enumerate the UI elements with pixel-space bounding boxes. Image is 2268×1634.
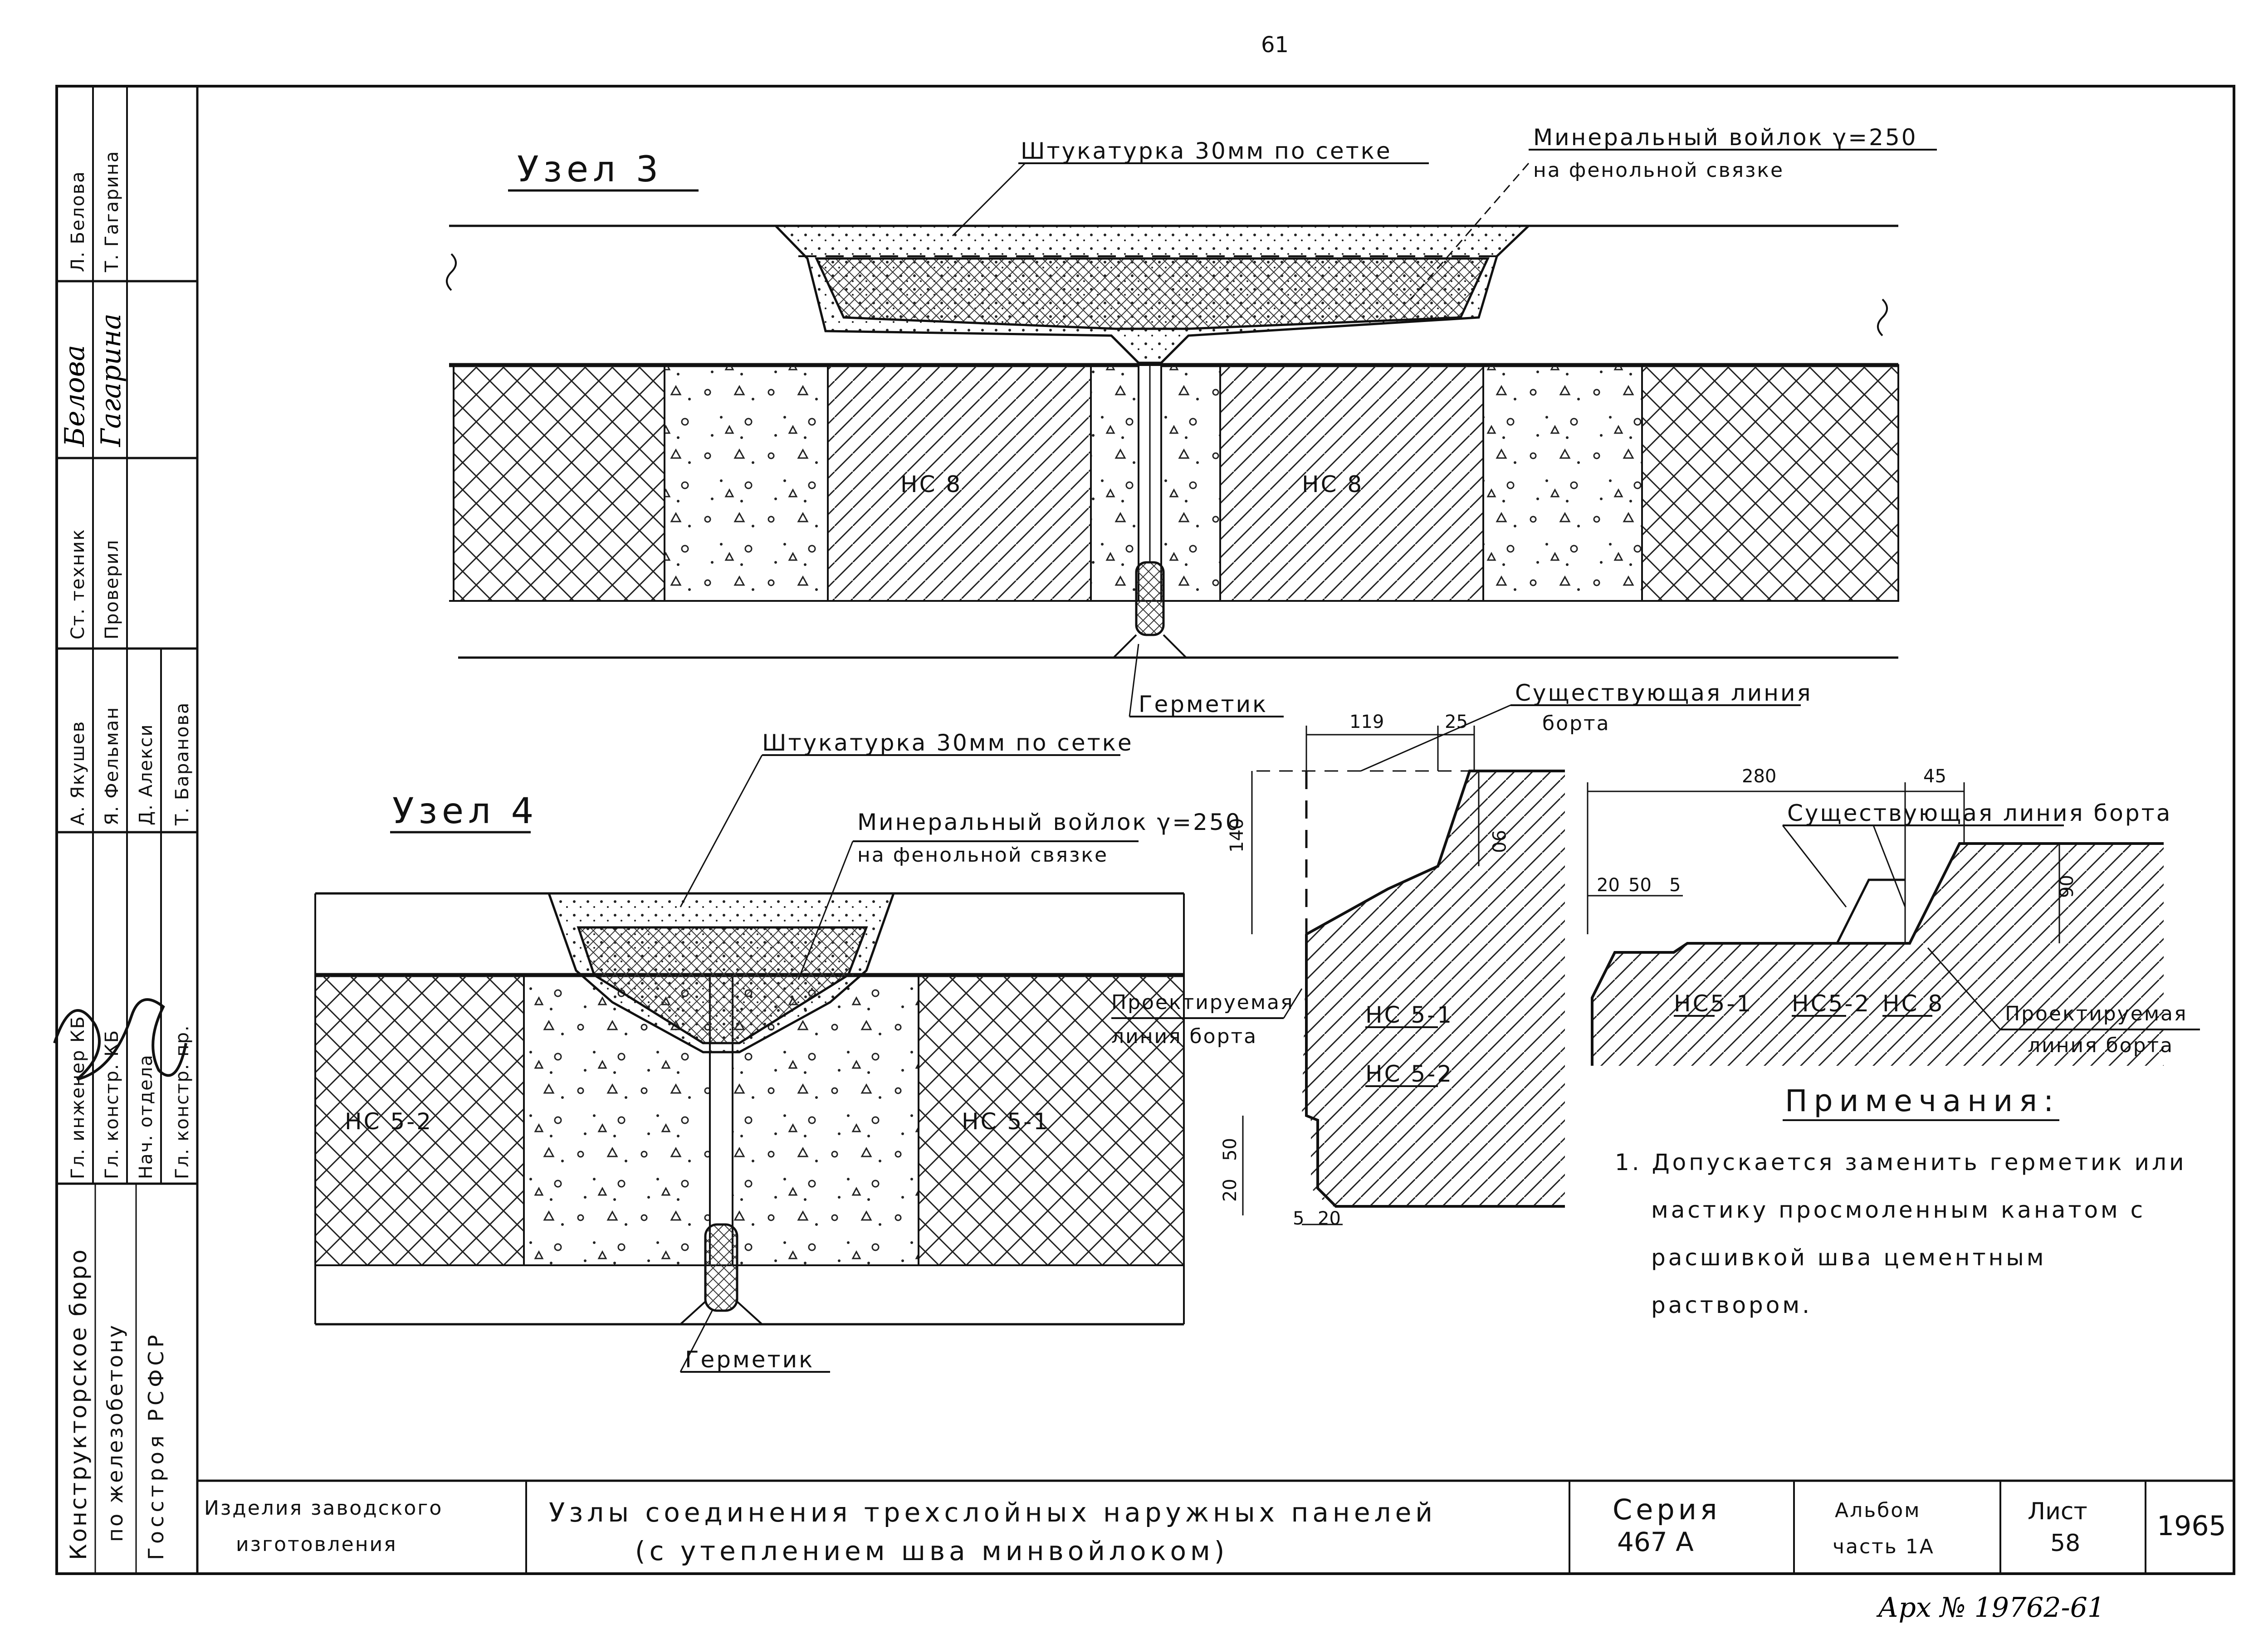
sidebar-name-3: Д. Алекси [136,724,156,825]
node3-concrete-left [664,364,829,602]
detail2-label-1: НС5-1 [1674,990,1753,1017]
tb-series-value: 467 А [1617,1527,1694,1557]
tb-category-2: изготовления [236,1533,397,1556]
node3-mineral-felt [815,257,1490,330]
dim-d2-20: 20 [1597,875,1620,896]
archive-number: Арх № 19762-61 [1876,1592,2105,1624]
node4-panel-ns51 [918,974,1185,1266]
notes-line-2: мастику просмоленным канатом с [1651,1197,2146,1223]
node3-sealant [1135,561,1165,636]
node4-panel-left-label: НС 5-2 [345,1108,433,1135]
notes-heading: Примечания: [1785,1083,2060,1118]
tb-sheet-value: 58 [2050,1530,2080,1557]
sidebar-name2-2: Т. Гагарина [102,151,122,273]
detail1-panel-b: НС 5-2 [1365,1061,1453,1087]
sidebar-role-2: Гл. констр. КБ [102,1029,122,1179]
sidebar-name2-1: Л. Белова [68,171,88,272]
node3-felt-label-2: на фенольной связке [1533,159,1784,182]
detail1-existing-edge-1: Существующая линия [1515,680,1813,706]
node3-title: Узел 3 [517,149,663,190]
tb-year: 1965 [2157,1510,2226,1542]
sidebar-name-4: Т. Баранова [172,702,193,826]
notes-line-4: раствором. [1651,1292,1812,1318]
node3-concrete-right [1482,364,1643,602]
dim-45: 45 [1923,766,1946,787]
node4-panel-ns52 [314,974,525,1266]
node3-sealant-label: Герметик [1139,691,1268,717]
sidebar-org-1: Конструкторское бюро [65,1248,92,1560]
tb-series-label: Серия [1613,1493,1721,1526]
node4-sealant [704,1223,738,1312]
detail2-existing-edge: Существующая линия борта [1787,800,2172,826]
node4-drawing [314,754,1185,1373]
sidebar-texts: Конструкторское бюро по железобетону Гос… [59,151,193,1560]
dim-140: 140 [1227,818,1247,853]
dim-d2-5: 5 [1669,875,1681,896]
notes-line-1: 1. Допускается заменить герметик или [1615,1149,2187,1176]
tb-sheet-label: Лист [2028,1498,2087,1525]
node4-felt-label-1: Минеральный войлок γ=250 [857,809,1242,835]
dim-90: 90 [1488,830,1509,853]
tb-album-label: Альбом [1835,1499,1921,1522]
detail2-label-2: НС5-2 [1792,990,1871,1017]
detail1-designed-edge-1: Проектируемая [1111,991,1294,1014]
dim-20b: 20 [1318,1208,1341,1229]
node3-panel-right-label: НС 8 [1302,471,1364,498]
node4-title: Узел 4 [392,791,538,832]
node4-mineral-felt [577,926,868,1044]
detail2-drawing [1587,782,2200,1066]
tb-category-1: Изделия заводского [204,1497,443,1520]
tb-title-1: Узлы соединения трехслойных наружных пан… [549,1497,1437,1528]
dim-280: 280 [1742,766,1776,787]
sidebar-name-1: А. Якушев [68,721,88,825]
sidebar-stamp [57,86,199,1574]
dim-25: 25 [1445,712,1468,732]
sidebar-org-2: по железобетону [103,1323,127,1542]
node3-panel-insulation-left [453,364,665,602]
dim-5: 5 [1293,1208,1304,1229]
sidebar-name-2: Я. Фельман [102,707,122,825]
tb-title-2: (с утеплением шва минвойлоком) [635,1536,1228,1566]
detail1-panel-a: НС 5-1 [1365,1002,1453,1028]
tb-album-value: часть 1А [1833,1535,1935,1558]
dim-20: 20 [1220,1179,1241,1202]
node3-panel-ns8-left [827,364,1092,602]
dim-119: 119 [1349,712,1384,732]
detail2-label-3: НС 8 [1882,990,1944,1017]
node3-felt-label-1: Минеральный войлок γ=250 [1533,124,1918,151]
signature-1: Белова [59,345,91,447]
title-block [197,1479,2234,1574]
sheet-frame [55,85,2235,1575]
detail2-designed-edge-2: линия борта [2028,1034,2174,1057]
sidebar-org-3: Госстроя РСФСР [144,1331,168,1560]
dim-d2-50: 50 [1628,875,1652,896]
sidebar-role2-1: Ст. техник [68,528,88,639]
node4-felt-label-2: на фенольной связке [857,844,1108,867]
signature-2: Гагарина [95,313,127,447]
detail1-designed-edge-2: линия борта [1111,1025,1257,1048]
node4-plaster-label: Штукатурка 30мм по сетке [762,730,1134,756]
node3-panel-ns8-right [1219,364,1484,602]
sidebar-role-4: Гл. констр. пр. [172,1024,193,1179]
node3-plaster-label: Штукатурка 30мм по сетке [1021,138,1392,164]
page-number: 61 [1261,32,1289,58]
signature-scribble [53,998,187,1081]
sidebar-role-3: Нач. отдела [136,1054,156,1179]
node3-drawing [446,149,1937,717]
sidebar-role-1: Гл. инженер КБ [68,1015,88,1179]
sidebar-role2-2: Проверил [102,539,122,639]
detail2-designed-edge-1: Проектируемая [2005,1002,2187,1025]
node4-panel-right-label: НС 5-1 [962,1108,1050,1135]
detail1-drawing [1111,704,1801,1225]
node4-sealant-label: Герметик [685,1346,814,1373]
dim-50: 50 [1220,1138,1241,1161]
detail1-existing-edge-2: борта [1542,712,1610,735]
node3-panel-insulation-right [1641,364,1899,602]
node3-panel-left-label: НС 8 [900,471,962,498]
notes-line-3: расшивкой шва цементным [1651,1244,2047,1271]
dim-d2-90: 90 [2057,875,2077,898]
